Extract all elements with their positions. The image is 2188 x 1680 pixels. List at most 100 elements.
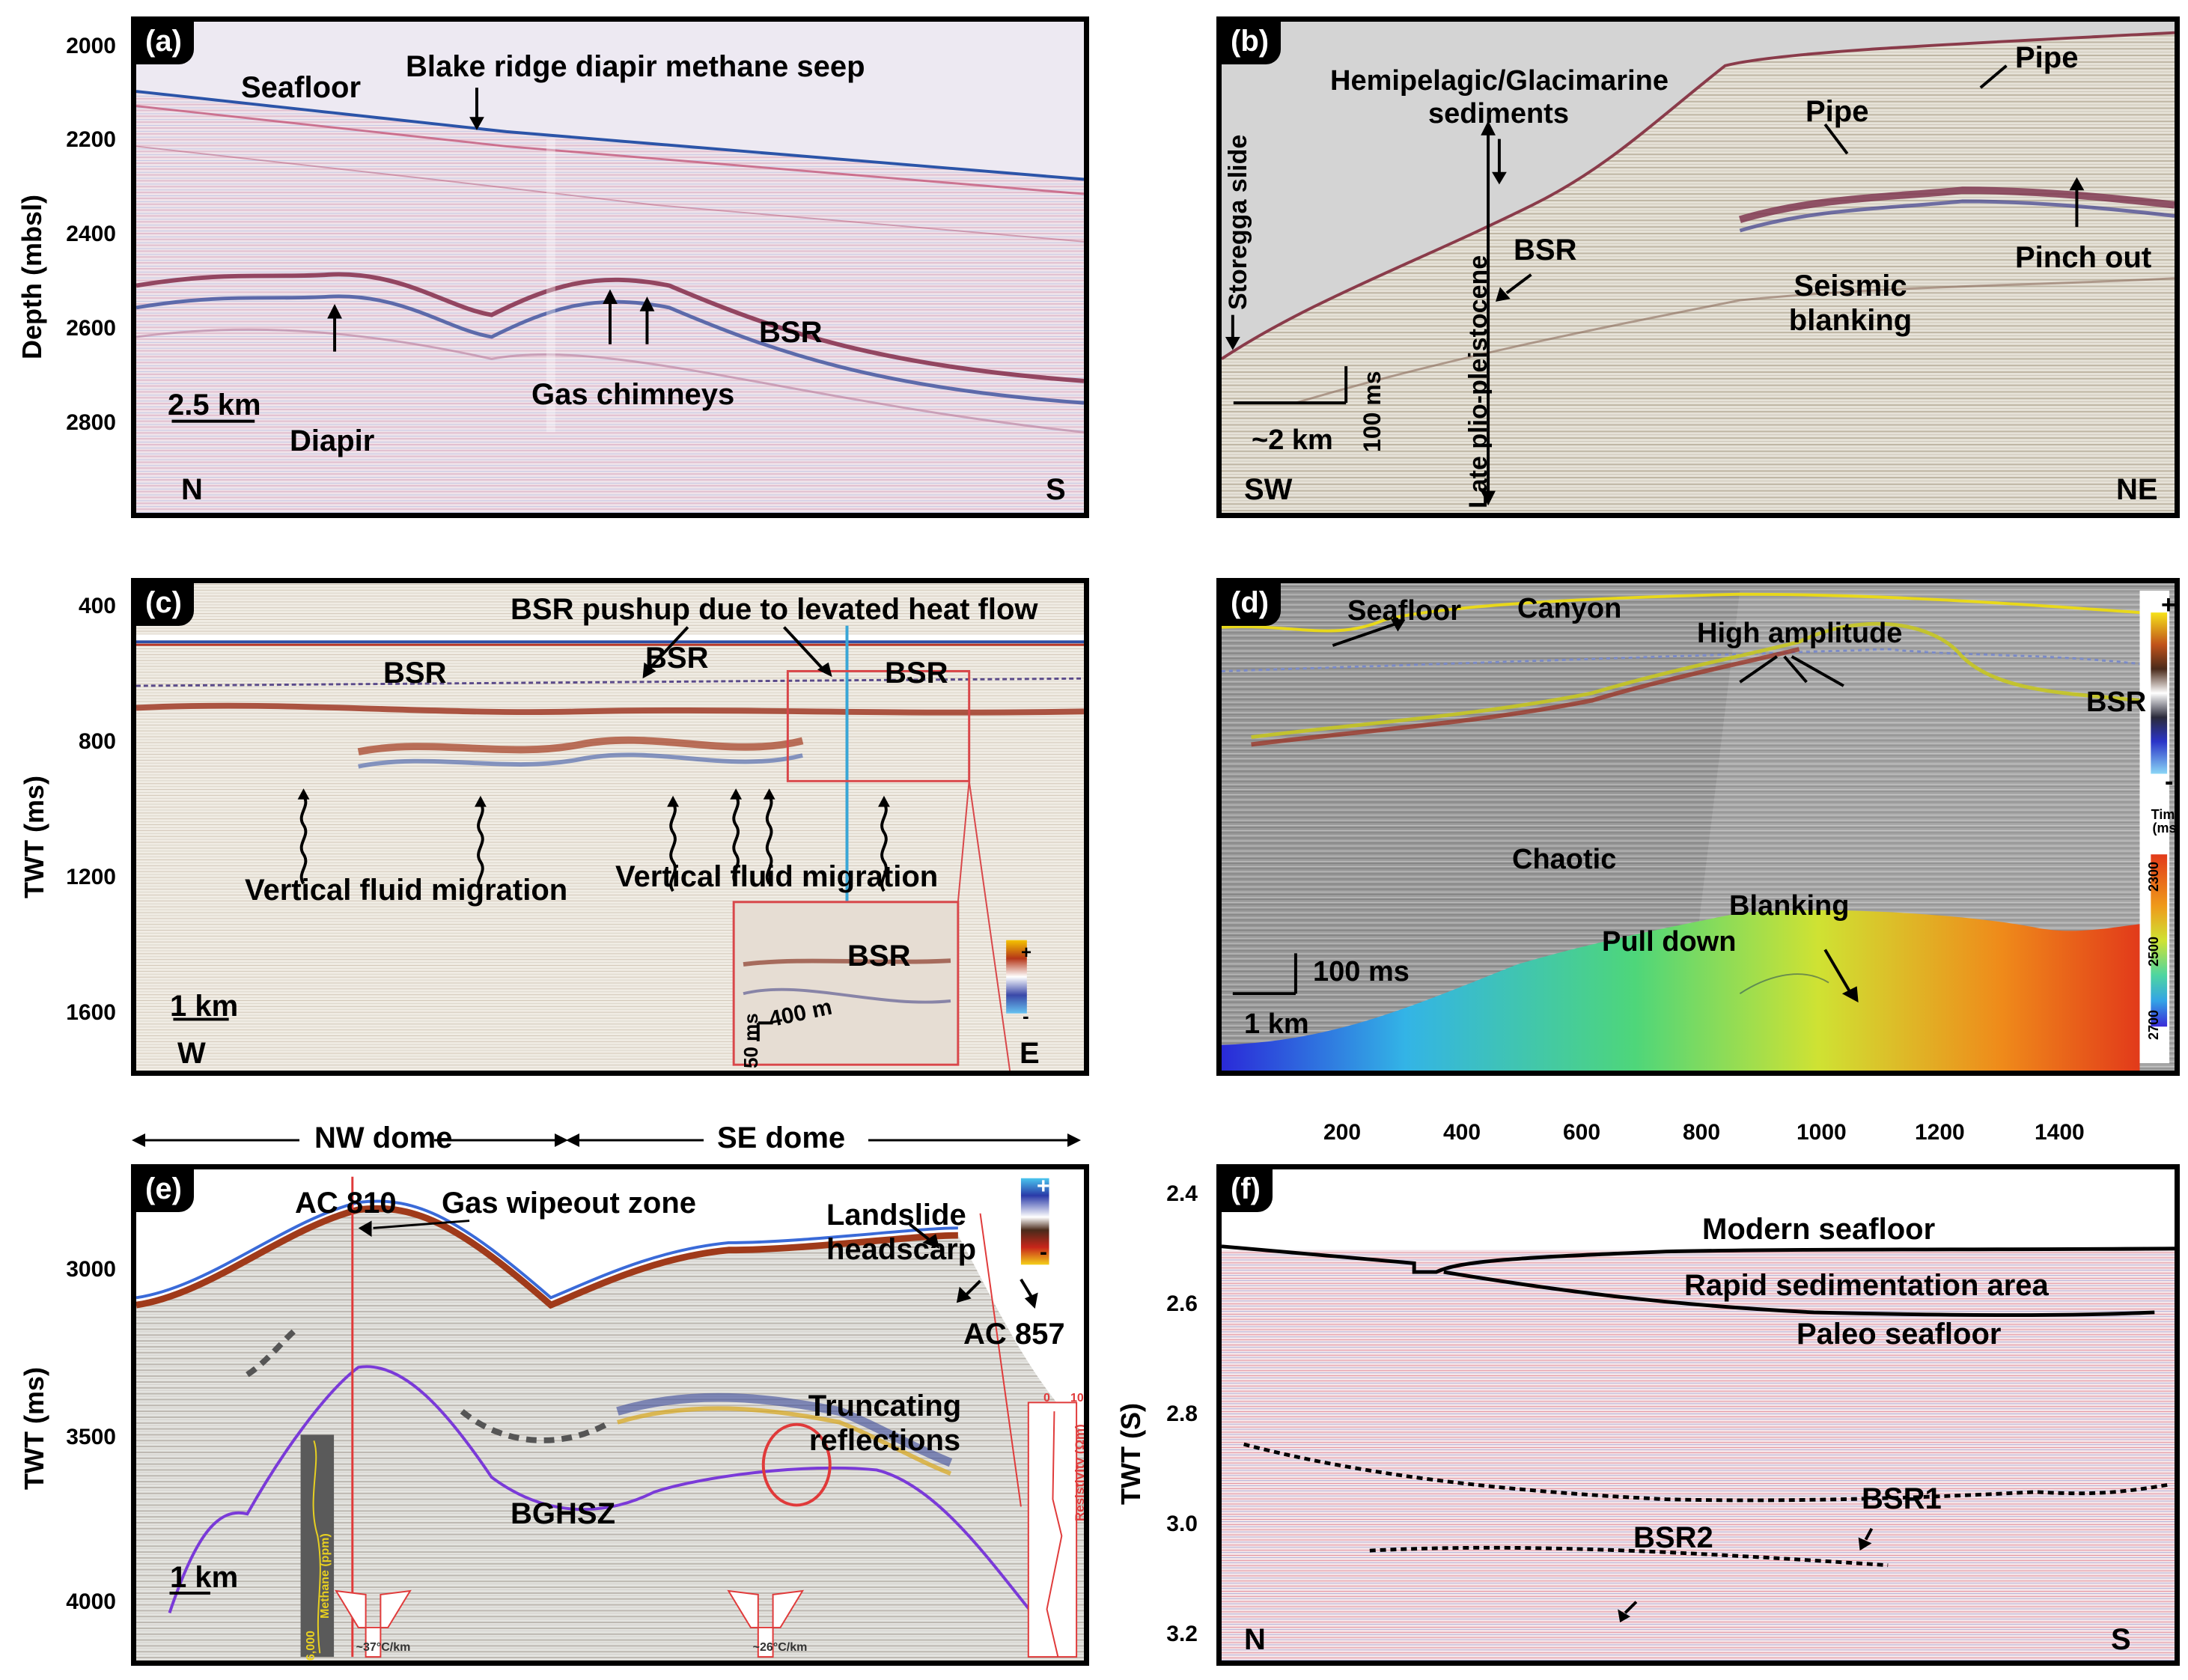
label-rapid-sedimentation: Rapid sedimentation area [1684, 1269, 2049, 1302]
label-landslide-headscarp: Landslide headscarp [826, 1199, 977, 1266]
direction-left: N [1244, 1623, 1266, 1656]
seismic-section-b [1222, 22, 2175, 513]
inset-scale-time: 50 ms [740, 1013, 762, 1068]
panel-f-label: (f) [1222, 1169, 1273, 1212]
panel-c-y-tick: 400 [78, 594, 116, 618]
panel-d: (d) Seafloor Canyon High amplitude BSR C… [1216, 578, 2180, 1076]
panel-f-x-tick: 600 [1563, 1120, 1601, 1145]
panel-b-label: (b) [1222, 22, 1282, 64]
label-pull-down: Pull down [1602, 926, 1737, 958]
label-fluid-migration-right: Vertical fluid migration [615, 860, 939, 893]
label-bsr-right: BSR [885, 657, 948, 690]
direction-right: S [2111, 1623, 2131, 1656]
label-pinch-out: Pinch out [2015, 241, 2152, 274]
panel-a: (a) Blake ridge diapir methane seep Seaf… [131, 16, 1089, 518]
panel-f-x-tick: 1400 [2035, 1120, 2085, 1145]
resistivity-tick: 0 [1043, 1392, 1050, 1404]
label-se-dome: SE dome [717, 1121, 846, 1154]
panel-a-y-tick: 2800 [66, 410, 116, 435]
panel-f-x-tick: 1200 [1915, 1120, 1965, 1145]
panel-f: (f) Modern seafloor Rapid sedimentation … [1216, 1164, 2180, 1666]
direction-right: S [1046, 473, 1066, 506]
label-gas-chimneys: Gas chimneys [531, 378, 735, 411]
scale-distance: ~2 km [1252, 424, 1333, 456]
title-blake-ridge: Blake ridge diapir methane seep [406, 50, 865, 83]
label-bsr-middle: BSR [645, 642, 709, 675]
label-seafloor: Seafloor [1347, 595, 1462, 627]
label-chaotic: Chaotic [1512, 844, 1617, 875]
seismic-section-f [1222, 1169, 2175, 1661]
panel-a-y-tick: 2400 [66, 222, 116, 246]
panel-f-x-tick: 400 [1443, 1120, 1481, 1145]
colorbar-plus: + [1037, 1174, 1050, 1199]
label-truncating-reflections: Truncating reflections [808, 1390, 962, 1457]
label-bsr-left: BSR [383, 657, 447, 690]
colorbar-plus: + [2161, 591, 2176, 619]
resistivity-tick: 10 [1070, 1392, 1084, 1404]
title-bsr-pushup: BSR pushup due to levated heat flow [511, 593, 1038, 626]
resistivity-axis-label: Resistivity (Ωm) [1073, 1424, 1087, 1521]
seismic-section-e [136, 1169, 1084, 1661]
methane-axis-label: Methane (ppm) [319, 1533, 332, 1619]
label-hemipelagic: Hemipelagic/Glacimarine sediments [1330, 65, 1669, 130]
colorbar-minus: - [1023, 1005, 1029, 1027]
label-nw-dome: NW dome [314, 1121, 453, 1154]
label-seismic-blanking: Seismic blanking [1788, 270, 1913, 337]
panel-e-label: (e) [136, 1169, 194, 1212]
direction-left: N [181, 473, 203, 506]
time-tick: 2700 [2146, 1009, 2161, 1040]
panel-f-x-tick: 1000 [1797, 1120, 1847, 1145]
label-blanking: Blanking [1729, 890, 1850, 922]
label-pipe-upper: Pipe [2015, 41, 2079, 74]
colorbar-plus: + [1021, 943, 1032, 963]
panel-c-y-tick: 1200 [66, 865, 116, 889]
gradient-badge-nw: ~37°C/km [356, 1641, 411, 1654]
panel-f-x-tick: 200 [1323, 1120, 1362, 1145]
label-bsr1: BSR1 [1862, 1482, 1942, 1515]
methane-value: 36,000 [305, 1631, 317, 1666]
label-paleo-seafloor: Paleo seafloor [1797, 1318, 2002, 1351]
panel-d-label: (d) [1222, 583, 1282, 626]
label-gas-wipeout-zone: Gas wipeout zone [442, 1187, 697, 1220]
scale-label: 2.5 km [168, 389, 261, 421]
panel-c-label: (c) [136, 583, 194, 626]
label-bsr: BSR [2086, 687, 2147, 718]
panel-a-label: (a) [136, 22, 194, 64]
label-diapir: Diapir [290, 424, 375, 457]
label-bsr-inset: BSR [847, 940, 911, 973]
label-storegga-slide: Storegga slide [1224, 134, 1252, 310]
label-ac857: AC 857 [963, 1318, 1065, 1351]
label-bsr: BSR [759, 316, 823, 349]
panel-f-y-tick: 2.4 [1166, 1181, 1198, 1206]
label-seafloor: Seafloor [241, 71, 362, 104]
scale-time: 100 ms [1313, 956, 1410, 987]
panel-e-y-tick: 3500 [66, 1425, 116, 1449]
label-bghsz: BGHSZ [511, 1497, 615, 1530]
panel-a-y-tick: 2200 [66, 127, 116, 152]
seismic-section-a [136, 22, 1084, 513]
panel-e: (e) AC 810 Gas wipeout zone Landslide he… [131, 1164, 1089, 1666]
label-canyon: Canyon [1517, 593, 1622, 624]
panel-c-y-tick: 1600 [66, 1000, 116, 1025]
label-ac810: AC 810 [295, 1187, 397, 1220]
direction-left: W [177, 1037, 206, 1070]
label-pipe-lower: Pipe [1805, 95, 1869, 128]
panel-f-y-tick: 2.8 [1166, 1401, 1198, 1426]
scale-label: 1 km [170, 1561, 239, 1594]
label-high-amplitude: High amplitude [1697, 618, 1903, 649]
panel-b: (b) Storegga slide Hemipelagic/Glacimari… [1216, 16, 2180, 518]
seismic-volume-d [1222, 583, 2175, 1071]
seismic-section-c [136, 583, 1084, 1071]
panel-f-y-tick: 3.2 [1166, 1622, 1198, 1646]
label-modern-seafloor: Modern seafloor [1702, 1213, 1936, 1246]
panel-e-y-tick: 3000 [66, 1257, 116, 1282]
scale-distance: 1 km [1244, 1008, 1309, 1040]
scale-label: 1 km [170, 990, 239, 1023]
label-bsr2: BSR2 [1633, 1521, 1713, 1554]
panel-f-y-tick: 3.0 [1166, 1512, 1198, 1536]
panel-a-y-tick: 2600 [66, 316, 116, 341]
gradient-badge-se: ~26°C/km [752, 1641, 808, 1654]
direction-left: SW [1244, 473, 1293, 506]
panel-a-y-tick: 2000 [66, 34, 116, 58]
time-colorbar-title: Time (ms) [2151, 807, 2180, 836]
